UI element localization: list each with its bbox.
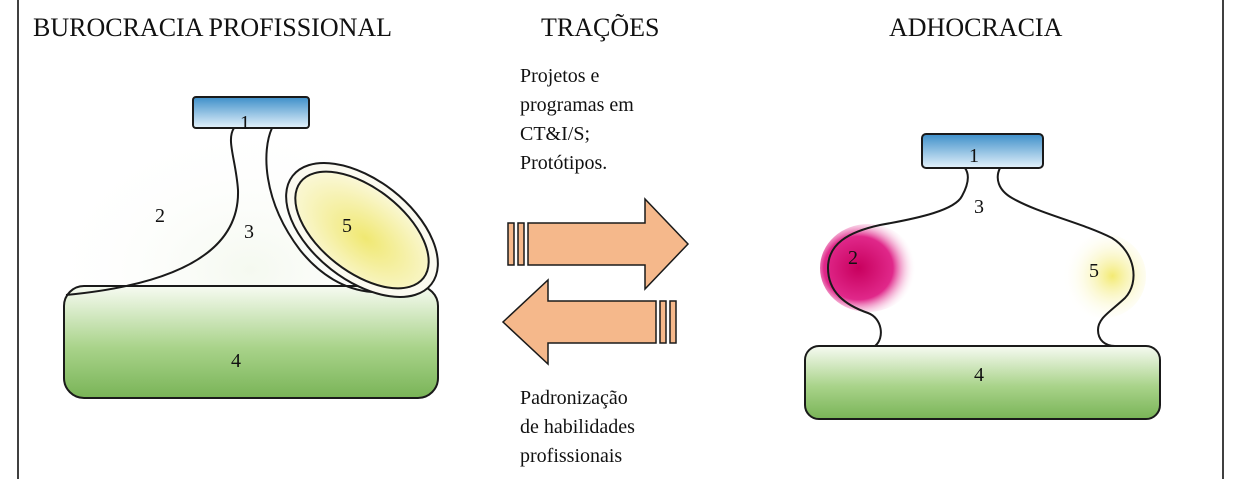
right-apex-shape xyxy=(921,133,1044,169)
caption-top-line: Projetos e xyxy=(520,65,600,87)
right-outline xyxy=(826,167,1135,347)
caption-top: Projetos e programas em CT&I/S; Protótip… xyxy=(520,62,634,178)
left-core-line xyxy=(265,127,373,293)
right-diagram: 1 2 3 4 5 xyxy=(804,133,1161,420)
caption-bottom-line: Padronização xyxy=(520,387,628,409)
left-label-4: 4 xyxy=(231,350,241,372)
header-adhocracy: ADHOCRACIA xyxy=(889,13,1063,42)
right-label-4: 4 xyxy=(974,364,984,386)
arrow-left xyxy=(501,278,677,366)
right-middle-shape xyxy=(820,224,916,312)
left-base-shape xyxy=(63,285,439,399)
right-base-shape xyxy=(804,345,1161,420)
left-label-1: 1 xyxy=(240,112,250,134)
left-label-5: 5 xyxy=(342,215,352,237)
header-tractions: TRAÇÕES xyxy=(541,13,660,42)
caption-bottom-line: profissionais xyxy=(520,445,623,467)
left-label-3: 3 xyxy=(244,221,254,243)
caption-top-line: CT&I/S; xyxy=(520,123,591,145)
left-apex-shape xyxy=(192,96,310,129)
caption-top-line: programas em xyxy=(520,94,634,116)
left-support-shape xyxy=(294,170,430,290)
left-middle-line xyxy=(65,127,240,296)
header-bureaucracy: BUROCRACIA PROFISSIONAL xyxy=(33,13,393,42)
right-label-5: 5 xyxy=(1089,260,1099,282)
left-label-2: 2 xyxy=(155,205,165,227)
left-diagram: 1 2 3 4 5 xyxy=(40,96,460,420)
caption-bottom: Padronização de habilidades profissionai… xyxy=(520,384,635,471)
right-label-3: 3 xyxy=(974,196,984,218)
right-label-2: 2 xyxy=(848,247,858,269)
caption-top-line: Protótipos. xyxy=(520,152,608,174)
caption-bottom-line: de habilidades xyxy=(520,416,635,438)
arrow-right xyxy=(507,197,690,291)
right-label-1: 1 xyxy=(969,145,979,167)
